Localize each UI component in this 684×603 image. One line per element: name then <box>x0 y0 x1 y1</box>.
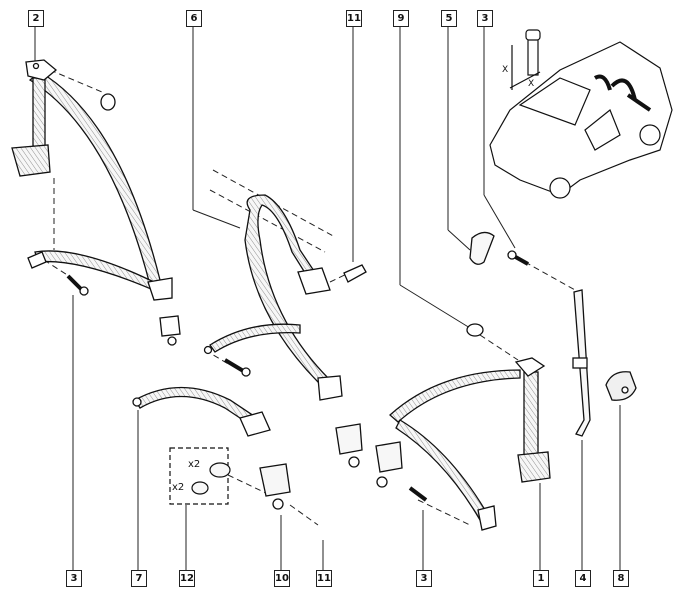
vehicle-illustration: X X <box>489 29 673 199</box>
callout-3-bottom-left: 3 <box>66 570 82 587</box>
callout-8-bottom: 8 <box>613 570 629 587</box>
callout-3-bottom-center: 3 <box>416 570 432 587</box>
callout-2-top: 2 <box>28 10 44 27</box>
callout-12-bottom: 12 <box>179 570 195 587</box>
callout-11-top: 11 <box>346 10 362 27</box>
dimension-label-x-vertical: X <box>502 65 508 75</box>
callout-9-top: 9 <box>393 10 409 27</box>
qty-label-x2-b: x2 <box>172 482 184 493</box>
part-5-trim-cover <box>469 231 495 265</box>
anchor-bolt-right <box>507 250 529 266</box>
part-2-front-belt <box>11 59 181 346</box>
buckles <box>259 423 403 510</box>
callout-11-bottom: 11 <box>316 570 332 587</box>
part-12-nut-set: x2 x2 <box>169 447 231 505</box>
part-1-right-belt <box>389 323 551 531</box>
leader-lines <box>34 27 621 570</box>
qty-label-x2-a: x2 <box>188 459 200 470</box>
callout-6-top: 6 <box>186 10 202 27</box>
part-7-lap-belt <box>132 386 271 437</box>
callout-4-bottom: 4 <box>575 570 591 587</box>
callout-10-bottom: 10 <box>274 570 290 587</box>
callout-5-top: 5 <box>441 10 457 27</box>
part-4-height-adjuster-rail <box>572 289 591 437</box>
callout-7-bottom: 7 <box>131 570 147 587</box>
callout-1-bottom: 1 <box>533 570 549 587</box>
part-6-rear-belt <box>203 194 367 401</box>
part-8-cover-cap <box>605 371 637 401</box>
dimension-label-x-horizontal: X <box>528 79 534 89</box>
callout-3-top: 3 <box>477 10 493 27</box>
